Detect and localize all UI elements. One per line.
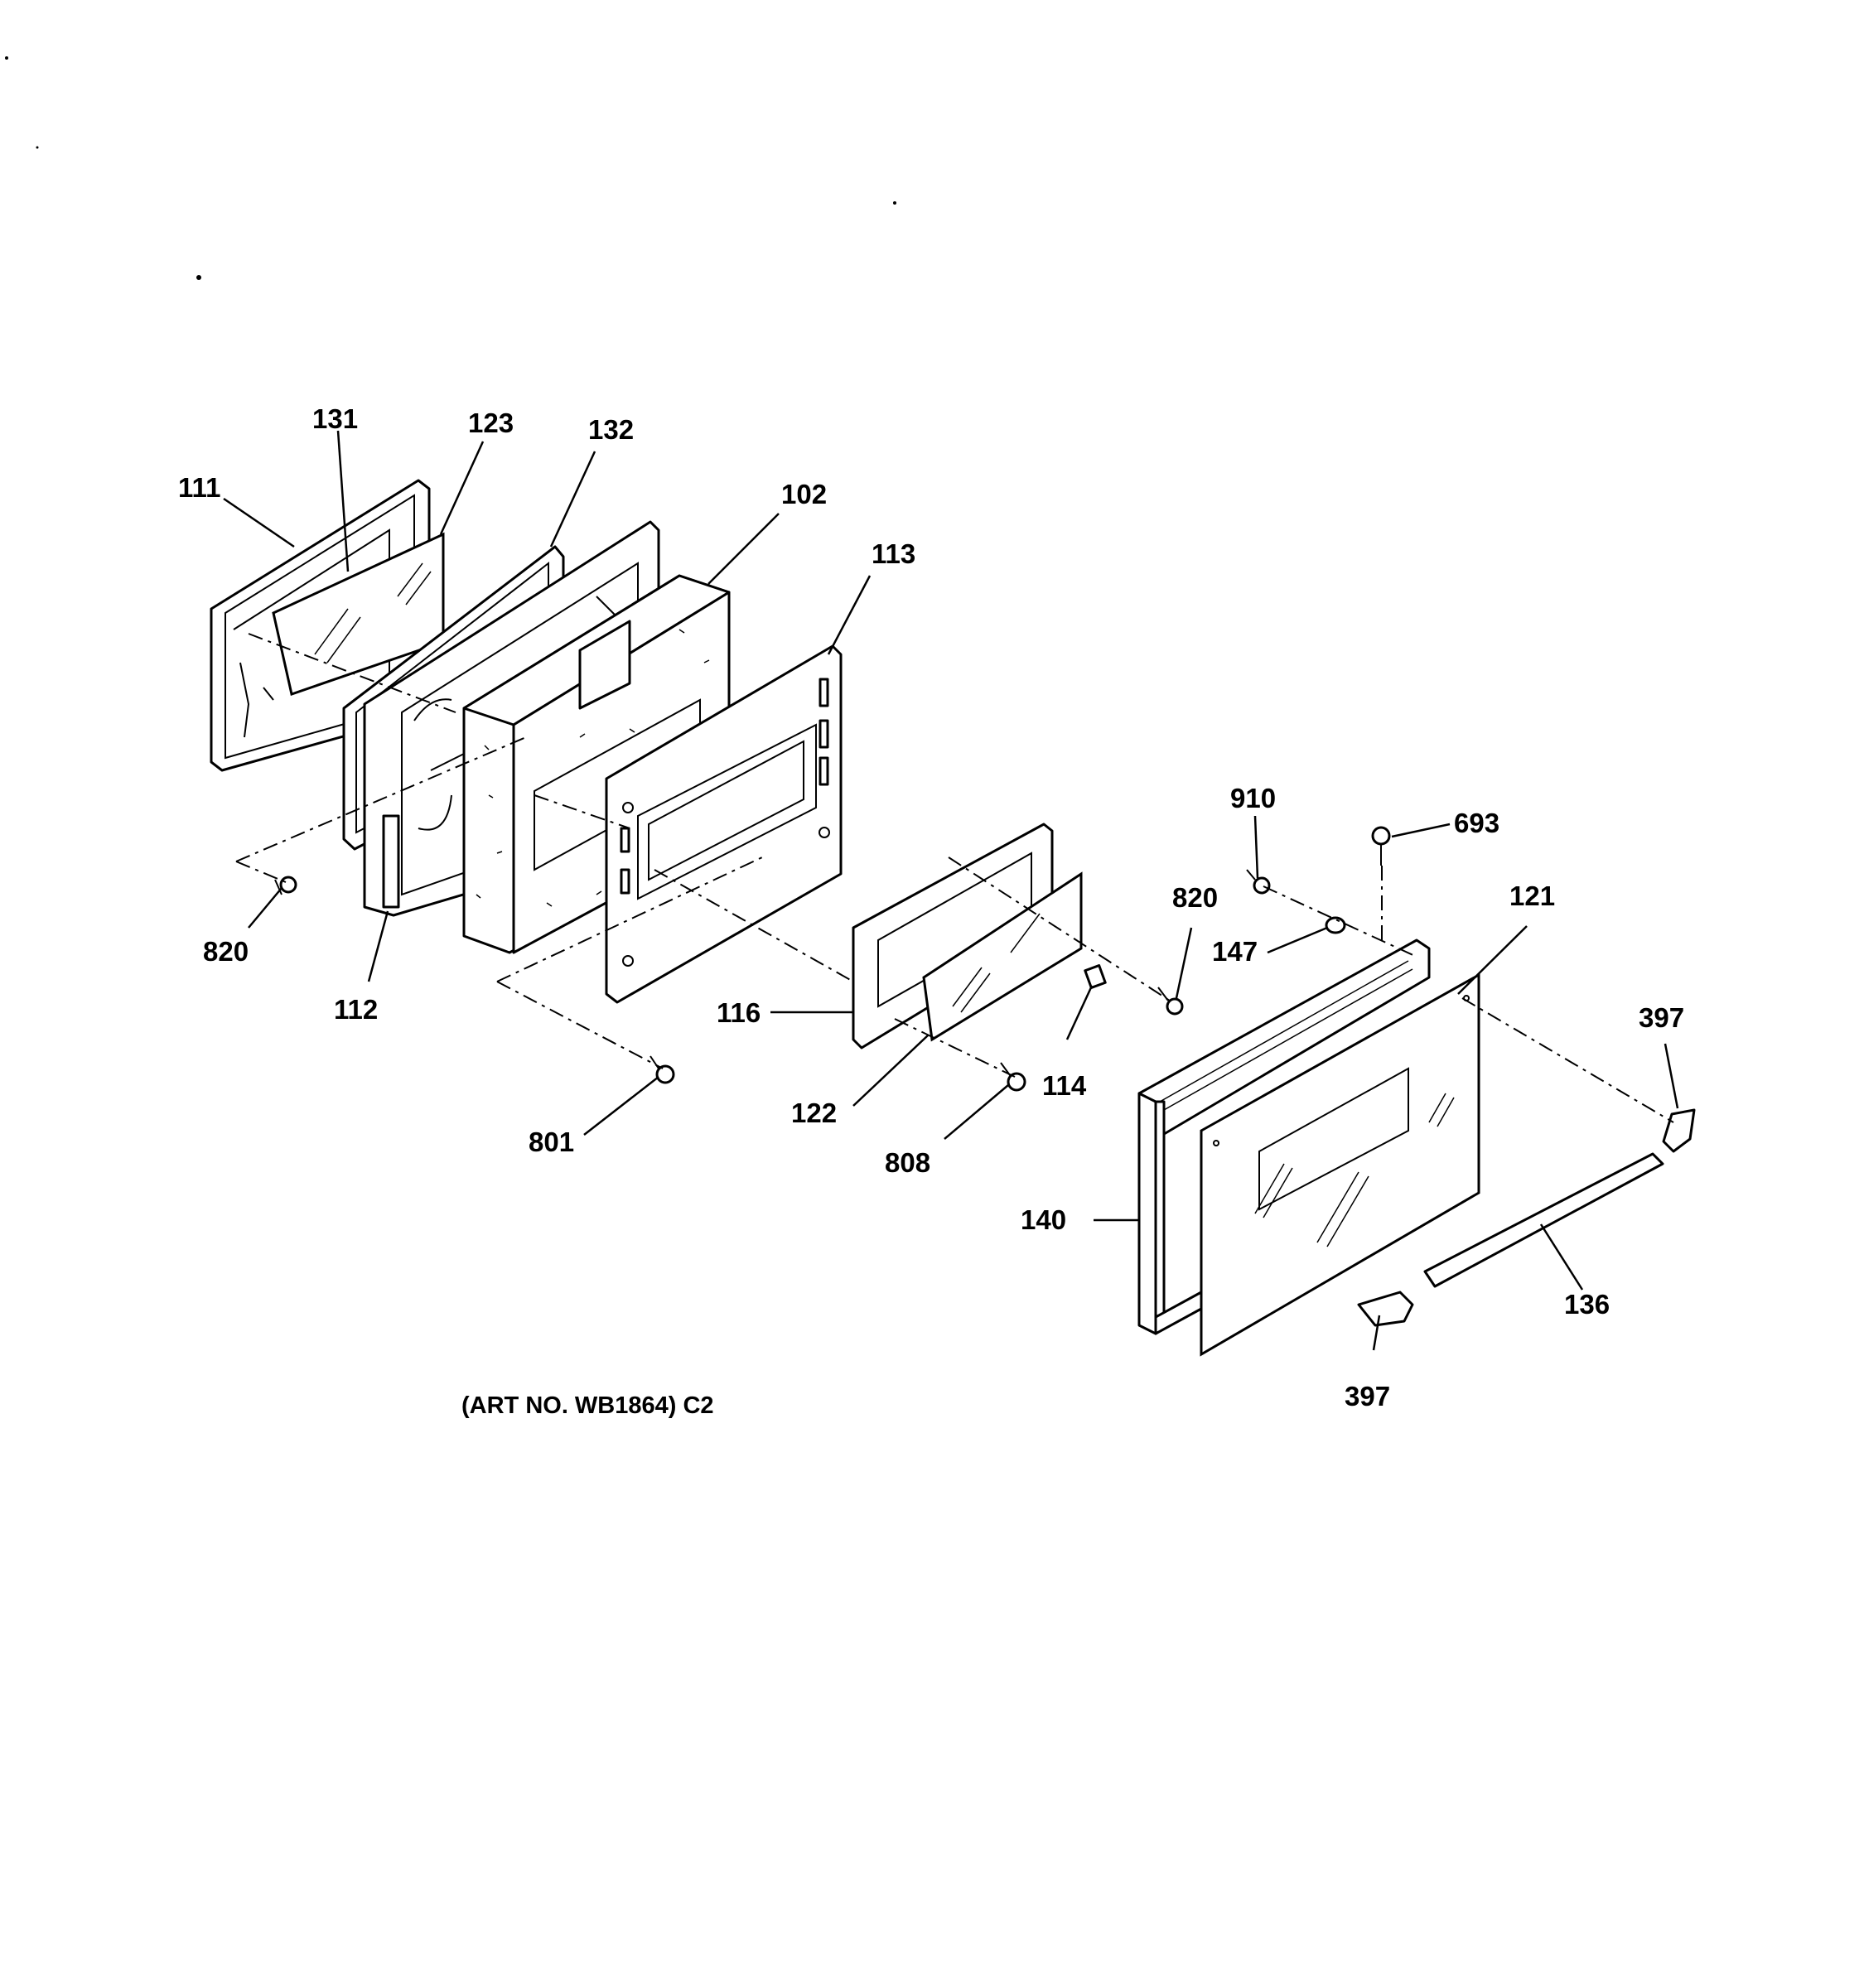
callout-123: 123 (468, 408, 514, 438)
leader-lines (223, 430, 1679, 1351)
assembly-lines (235, 633, 1674, 1123)
callout-801: 801 (529, 1127, 574, 1157)
callout-140: 140 (1021, 1204, 1066, 1235)
callout-397-lower: 397 (1345, 1381, 1390, 1411)
callout-111: 111 (178, 472, 220, 503)
callout-114: 114 (1042, 1070, 1087, 1101)
screw-820-right (1157, 987, 1184, 1016)
part-136-handle (1423, 1152, 1664, 1288)
screw-801 (650, 1055, 675, 1084)
part-121-outer-glass (1200, 972, 1480, 1357)
callout-136: 136 (1564, 1289, 1610, 1320)
screw-910 (1246, 869, 1271, 895)
callout-131: 131 (312, 403, 358, 434)
callout-labels: 111 131 123 132 102 113 820 112 116 801 … (178, 403, 1684, 1411)
part-140-outer-frame (1137, 939, 1431, 1335)
part-114-clip (1084, 964, 1107, 989)
callout-397-upper: 397 (1639, 1002, 1684, 1033)
callout-121: 121 (1509, 881, 1555, 911)
callout-113: 113 (872, 538, 915, 569)
callout-102: 102 (781, 479, 827, 509)
callout-147: 147 (1212, 936, 1258, 967)
art-number-caption: (ART NO. WB1864) C2 (461, 1392, 714, 1419)
washer-147 (1325, 916, 1346, 934)
screw-693 (1371, 826, 1391, 866)
callout-820-left: 820 (203, 936, 249, 967)
part-123-inner-glass (272, 532, 445, 696)
callout-820-right: 820 (1172, 882, 1218, 913)
callout-116: 116 (717, 997, 761, 1028)
callout-808: 808 (885, 1147, 930, 1178)
callout-693: 693 (1454, 808, 1499, 838)
callout-112: 112 (334, 994, 378, 1025)
part-397-endcap-upper (1662, 1108, 1696, 1153)
callout-132: 132 (588, 414, 634, 445)
callout-910: 910 (1230, 783, 1276, 813)
callout-122: 122 (791, 1098, 837, 1128)
part-397-endcap-lower (1357, 1291, 1414, 1327)
scan-specks (5, 56, 896, 280)
part-113-inner-panel (605, 644, 843, 1004)
